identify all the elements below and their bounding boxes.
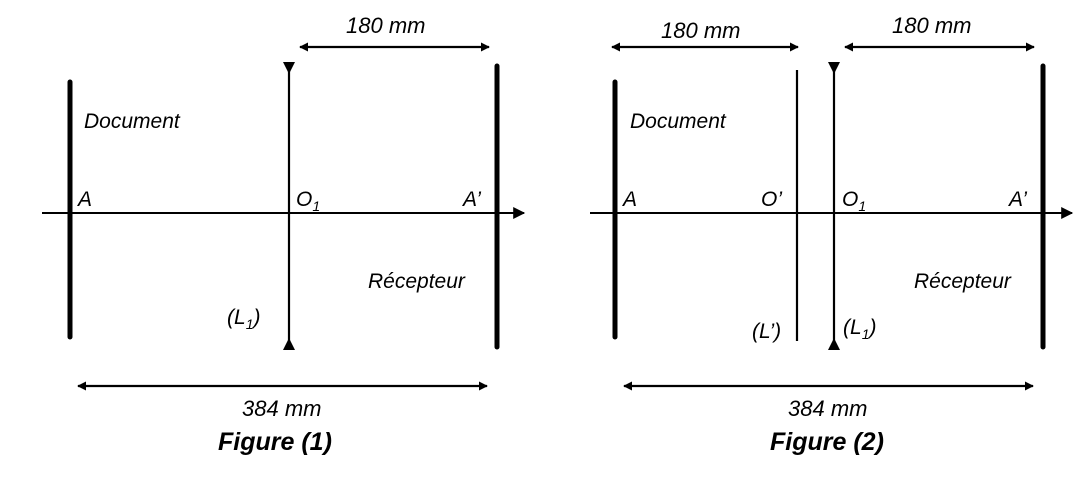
document-label: Document xyxy=(84,110,181,133)
point-a-prime-label: A’ xyxy=(1007,188,1027,211)
lens-l1 xyxy=(283,62,295,350)
lens-l-prime-label: (L’) xyxy=(752,320,781,343)
dimension-label-top: 180 mm xyxy=(346,13,425,38)
receptor-label: Récepteur xyxy=(368,270,466,293)
lens-l1-label: (L1) xyxy=(843,316,876,342)
point-a-label: A xyxy=(621,188,637,211)
point-a-label: A xyxy=(76,188,92,211)
dimension-label-bottom: 384 mm xyxy=(788,396,867,421)
center-o1-label: O1 xyxy=(842,188,866,214)
receptor-label: Récepteur xyxy=(914,270,1012,293)
figure-caption: Figure (1) xyxy=(218,428,332,456)
dimension-label-top-right: 180 mm xyxy=(892,13,971,38)
document-label: Document xyxy=(630,110,727,133)
point-a-prime-label: A’ xyxy=(461,188,481,211)
center-o1-label: O1 xyxy=(296,188,320,214)
lens-l1 xyxy=(828,62,840,350)
figure-2: 180 mm 180 mm 384 mm Document A O’ O1 A’… xyxy=(590,13,1074,456)
lens-l1-label: (L1) xyxy=(227,306,260,332)
figure-caption: Figure (2) xyxy=(770,428,884,456)
dimension-label-top-left: 180 mm xyxy=(661,18,740,43)
center-o-prime-label: O’ xyxy=(761,188,782,211)
dimension-label-bottom: 384 mm xyxy=(242,396,321,421)
figure-1: 180 mm 384 mm Document A O1 A’ Récepteur… xyxy=(42,13,526,456)
